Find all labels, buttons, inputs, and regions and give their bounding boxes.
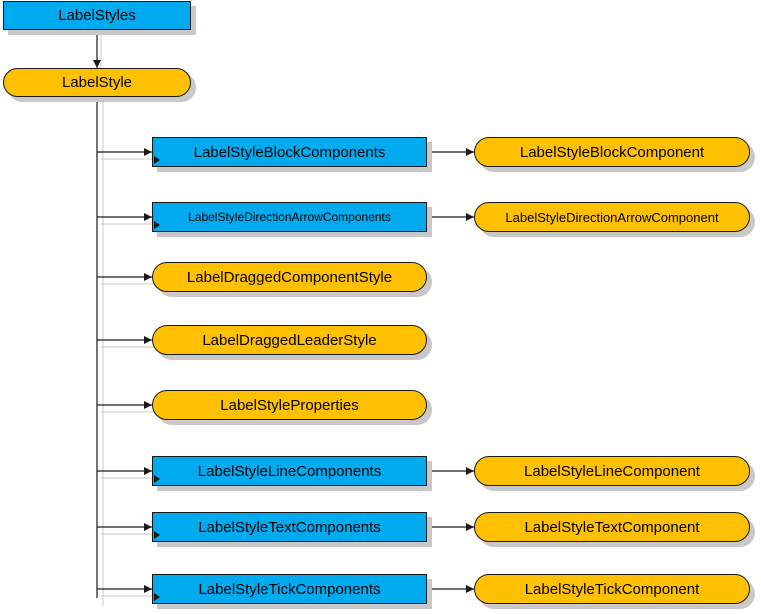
collection-marker-icon bbox=[154, 221, 160, 229]
node-label-style-properties-label: LabelStyleProperties bbox=[220, 396, 359, 414]
node-label-style-text-components-label: LabelStyleTextComponents bbox=[198, 518, 381, 536]
node-label-dragged-leader-style[interactable]: LabelDraggedLeaderStyle bbox=[152, 325, 427, 355]
node-labelstyle[interactable]: LabelStyle bbox=[3, 68, 191, 97]
node-label-dragged-component-style-label: LabelDraggedComponentStyle bbox=[186, 268, 393, 286]
node-label-style-text-components[interactable]: LabelStyleTextComponents bbox=[152, 512, 427, 542]
collection-marker-icon bbox=[154, 475, 160, 483]
node-label-dragged-leader-style-label: LabelDraggedLeaderStyle bbox=[202, 331, 377, 349]
node-label-style-direction-arrow-component[interactable]: LabelStyleDirectionArrowComponent bbox=[474, 202, 750, 232]
node-label-style-direction-arrow-component-label: LabelStyleDirectionArrowComponent bbox=[505, 209, 719, 225]
node-label-style-text-component-label: LabelStyleTextComponent bbox=[524, 518, 700, 536]
node-label-style-line-component-label: LabelStyleLineComponent bbox=[524, 462, 700, 480]
node-label-style-tick-component-label: LabelStyleTickComponent bbox=[524, 580, 700, 598]
node-label-style-direction-arrow-components[interactable]: LabelStyleDirectionArrowComponents bbox=[152, 202, 427, 232]
node-labelstyle-label: LabelStyle bbox=[61, 74, 133, 91]
node-label-style-line-component[interactable]: LabelStyleLineComponent bbox=[474, 456, 750, 486]
node-label-style-tick-components-label: LabelStyleTickComponents bbox=[198, 580, 381, 598]
node-label-style-properties[interactable]: LabelStyleProperties bbox=[152, 390, 427, 420]
node-label-style-line-components-label: LabelStyleLineComponents bbox=[197, 462, 382, 480]
node-label-style-block-components-label: LabelStyleBlockComponents bbox=[193, 143, 386, 161]
node-label-style-text-component[interactable]: LabelStyleTextComponent bbox=[474, 512, 750, 542]
node-label-style-line-components[interactable]: LabelStyleLineComponents bbox=[152, 456, 427, 486]
node-label-style-tick-components[interactable]: LabelStyleTickComponents bbox=[152, 574, 427, 604]
node-label-style-tick-component[interactable]: LabelStyleTickComponent bbox=[474, 574, 750, 604]
node-label-style-block-components[interactable]: LabelStyleBlockComponents bbox=[152, 137, 427, 167]
collection-marker-icon bbox=[154, 531, 160, 539]
node-label-style-block-component[interactable]: LabelStyleBlockComponent bbox=[474, 137, 750, 167]
collection-marker-icon bbox=[154, 593, 160, 601]
collection-marker-icon bbox=[154, 156, 160, 164]
node-label-style-block-component-label: LabelStyleBlockComponent bbox=[519, 143, 705, 161]
node-label-style-direction-arrow-components-label: LabelStyleDirectionArrowComponents bbox=[188, 210, 391, 224]
node-labelstyles[interactable]: LabelStyles bbox=[3, 1, 191, 30]
node-labelstyles-label: LabelStyles bbox=[58, 7, 136, 24]
node-label-dragged-component-style[interactable]: LabelDraggedComponentStyle bbox=[152, 262, 427, 292]
